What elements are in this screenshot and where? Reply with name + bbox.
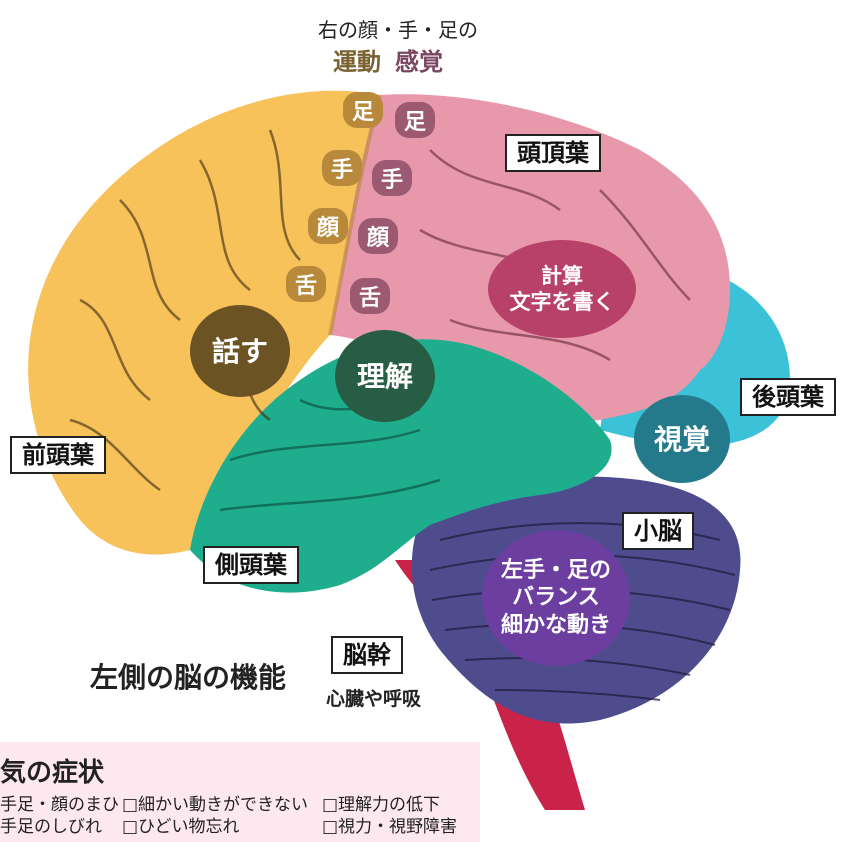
- function-speech-text: 話す: [211, 334, 268, 368]
- function-calc-line2: 文字を書く: [509, 290, 615, 314]
- label-temporal: 側頭葉: [203, 546, 299, 584]
- symptom-3: □理解力の低下: [322, 795, 441, 815]
- symptom-2: □細かい動きができない: [122, 795, 309, 815]
- symptom-5: □ひどい物忘れ: [122, 817, 240, 837]
- label-frontal: 前頭葉: [10, 436, 106, 474]
- motor-tag-face: 顔: [308, 208, 348, 244]
- function-balance: 左手・足の バランス 細かな動き: [482, 530, 630, 666]
- brainstem-function: 心臓や呼吸: [326, 688, 422, 710]
- symptom-1: 手足・顔のまひ: [0, 795, 119, 815]
- function-vision: 視覚: [634, 395, 730, 483]
- motor-tag-foot: 足: [343, 92, 383, 128]
- label-parietal: 頭頂葉: [505, 134, 601, 172]
- label-occipital: 後頭葉: [740, 378, 836, 416]
- function-vision-text: 視覚: [653, 422, 710, 456]
- label-brainstem: 脳幹: [331, 636, 403, 674]
- sensory-tag-face: 顔: [358, 218, 398, 254]
- sensory-tag-hand: 手: [372, 160, 412, 196]
- function-calc-line1: 計算: [541, 263, 583, 288]
- symptom-4: 手足のしびれ: [0, 817, 102, 837]
- sensory-tag-foot: 足: [395, 102, 435, 138]
- function-balance-line2: バランス: [512, 585, 600, 611]
- function-balance-line1: 左手・足の: [500, 557, 611, 583]
- sensory-tag-tongue: 舌: [350, 278, 390, 314]
- function-understanding: 理解: [335, 330, 435, 422]
- label-cerebellum: 小脳: [622, 512, 694, 550]
- motor-tag-hand: 手: [322, 150, 362, 186]
- motor-caption: 運動: [333, 48, 381, 76]
- diagram-title: 左側の脳の機能: [90, 661, 287, 694]
- temporal-shape: [190, 339, 612, 593]
- function-speech: 話す: [190, 305, 290, 397]
- symptom-title: 気の症状: [0, 758, 105, 788]
- function-balance-line3: 細かな動き: [500, 612, 611, 638]
- motor-tag-tongue: 舌: [286, 266, 326, 302]
- sensory-caption: 感覚: [395, 48, 443, 76]
- top-caption-line1: 右の顔・手・足の: [318, 18, 478, 42]
- function-understanding-text: 理解: [356, 359, 413, 393]
- symptom-6: □視力・視野障害: [322, 817, 458, 837]
- function-calculation: 計算 文字を書く: [488, 240, 636, 338]
